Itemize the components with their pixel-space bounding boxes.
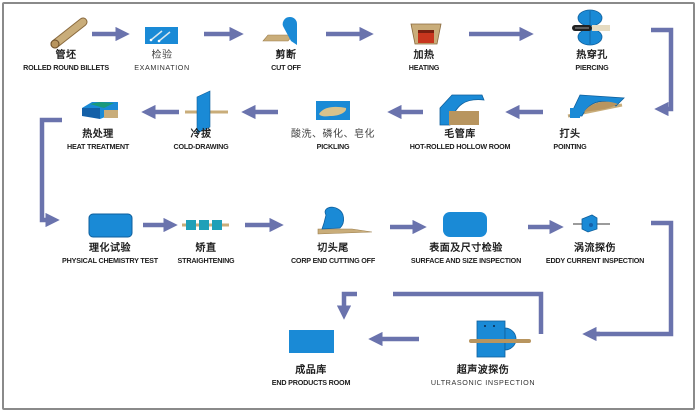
step-rolled-round-billets: 管坯 ROLLED ROUND BILLETS (23, 49, 109, 73)
pointing-machine-icon (567, 94, 625, 118)
step-label-zh: 毛管库 (444, 129, 476, 140)
step-label-zh: 检验 (151, 50, 173, 61)
step-heating: 加热 HEATING (408, 49, 440, 73)
step-label-zh: 热处理 (82, 129, 114, 140)
piercing-rolls-icon (572, 9, 610, 46)
examination-panel-icon (145, 27, 178, 44)
eddy-current-probe-icon (573, 214, 610, 233)
inspection-block-icon (443, 212, 487, 237)
step-label-zh: 切头尾 (317, 243, 349, 254)
step-label-en: ROLLED ROUND BILLETS (23, 63, 109, 72)
arrow-eddycurrent-to-ultrasonic (595, 220, 674, 337)
step-straightening: 矫直 STRAIGHTENING (178, 242, 235, 266)
product-storage-icon (289, 330, 334, 353)
step-pickling: 酸洗、磷化、皂化 PICKLING (291, 128, 375, 152)
step-label-en: SURFACE AND SIZE INSPECTION (410, 256, 522, 265)
cutter-icon (262, 16, 297, 45)
step-cold-drawing: 冷拔 COLD-DRAWING (173, 128, 228, 152)
step-label-en: STRAIGHTENING (177, 256, 235, 265)
step-examination: 检验 EXAMINATION (134, 49, 190, 73)
arrow-piercing-to-pointing (651, 27, 674, 117)
step-label-en: EXAMINATION (134, 63, 190, 72)
step-label-en: CUT OFF (271, 63, 301, 72)
step-label-en: PIERCING (575, 63, 609, 72)
step-surface-and-size-inspection: 表面及尺寸检验 SURFACE AND SIZE INSPECTION (411, 242, 521, 266)
step-label-en: HOT-ROLLED HOLLOW ROOM (409, 142, 511, 151)
step-pointing: 打头 POINTING (553, 128, 586, 152)
step-eddy-current-inspection: 涡流探伤 EDDY CURRENT INSPECTION (545, 242, 645, 266)
bypass-line (393, 291, 544, 334)
step-physical-chemistry-test: 理化试验 PHYSICAL CHEMISTRY TEST (62, 242, 158, 266)
step-label-zh: 加热 (413, 50, 435, 61)
diagram-frame (2, 2, 695, 410)
flow-arrows (39, 26, 674, 347)
test-block-icon (88, 213, 133, 238)
pickling-tank-icon (316, 101, 350, 120)
step-corp-end-cutting-off: 切头尾 CORP END CUTTING OFF (291, 242, 375, 266)
step-label-zh: 热穿孔 (576, 50, 608, 61)
billet-rod-icon (50, 17, 88, 49)
step-label-en: HEAT TREATMENT (66, 142, 130, 151)
drawing-die-icon (185, 90, 228, 134)
furnace-icon (410, 23, 442, 45)
step-label-zh: 理化试验 (89, 243, 131, 254)
step-label-en: PHYSICAL CHEMISTRY TEST (62, 256, 158, 265)
step-label-zh: 酸洗、磷化、皂化 (291, 129, 375, 140)
step-label-zh: 冷拔 (190, 129, 212, 140)
step-label-zh: 成品库 (295, 365, 327, 376)
step-label-en: EDDY CURRENT INSPECTION (545, 256, 645, 265)
ultrasonic-tester-icon (469, 320, 531, 358)
step-heat-treatment: 热处理 HEAT TREATMENT (67, 128, 129, 152)
step-cut-off: 剪断 CUT OFF (271, 49, 301, 73)
step-label-en: ULTRASONIC INSPECTION (430, 378, 536, 387)
step-end-products-room: 成品库 END PRODUCTS ROOM (271, 364, 351, 388)
step-piercing: 热穿孔 PIERCING (575, 49, 608, 73)
step-label-en: END PRODUCTS ROOM (271, 378, 351, 387)
step-hot-rolled-hollow-room: 毛管库 HOT-ROLLED HOLLOW ROOM (410, 128, 511, 152)
straightener-icon (182, 220, 229, 230)
step-label-zh: 管坯 (55, 50, 77, 61)
step-label-zh: 打头 (559, 129, 581, 140)
step-label-en: PICKLING (316, 142, 350, 151)
arrow-bypass-to-endproducts (336, 291, 357, 320)
step-label-zh: 表面及尺寸检验 (429, 243, 503, 254)
step-label-zh: 矫直 (195, 243, 217, 254)
step-label-zh: 剪断 (275, 50, 297, 61)
step-label-en: CORP END CUTTING OFF (290, 256, 376, 265)
hollow-storage-icon (439, 94, 485, 126)
arrow-heattreatment-to-physicaltest (39, 117, 62, 228)
step-label-en: POINTING (553, 142, 587, 151)
step-label-en: COLD-DRAWING (173, 142, 229, 151)
step-label-en: HEATING (408, 63, 440, 72)
step-ultrasonic-inspection: 超声波探伤 ULTRASONIC INSPECTION (431, 364, 535, 388)
heat-treatment-furnace-icon (82, 102, 118, 119)
end-cutter-icon (317, 206, 373, 235)
step-label-zh: 超声波探伤 (456, 365, 510, 376)
step-label-zh: 涡流探伤 (574, 243, 616, 254)
